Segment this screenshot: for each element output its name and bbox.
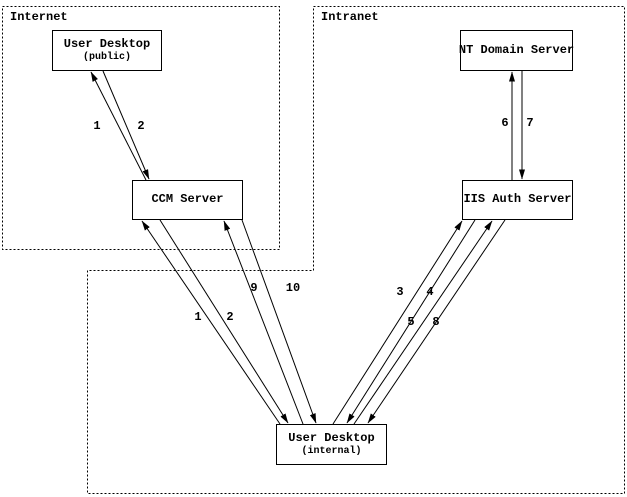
node-title: IIS Auth Server <box>463 192 572 207</box>
arrow-8-iis-to-internal-desktop <box>367 219 506 424</box>
arrow-label-9: 9 <box>250 281 258 295</box>
node-subtitle: (internal) <box>301 445 362 457</box>
arrow-9-internal-desktop-to-ccm <box>223 220 304 425</box>
node-user-desktop-public: User Desktop (public) <box>52 30 162 71</box>
arrow-2-ccm-to-internal-desktop <box>159 219 289 424</box>
node-iis-auth-server: IIS Auth Server <box>462 180 573 220</box>
node-title: User Desktop <box>63 37 151 52</box>
arrow-label-1-public: 1 <box>93 119 101 133</box>
arrow-10-ccm-to-internal-desktop <box>241 219 317 424</box>
arrow-label-3: 3 <box>396 285 404 299</box>
arrow-1-ccm-to-public-desktop <box>90 71 147 181</box>
arrow-label-1-internal: 1 <box>194 310 202 324</box>
arrow-label-8: 8 <box>432 315 440 329</box>
node-ccm-server: CCM Server <box>132 180 243 220</box>
internet-zone-label: Internet <box>10 10 68 24</box>
arrow-label-7: 7 <box>526 116 534 130</box>
arrow-4-iis-to-internal-desktop <box>346 219 476 424</box>
node-subtitle: (public) <box>82 51 131 63</box>
arrow-3-internal-desktop-to-iis <box>332 220 463 425</box>
intranet-zone-border <box>87 6 625 494</box>
arrow-label-5: 5 <box>407 315 415 329</box>
internet-zone-border <box>2 6 280 250</box>
node-user-desktop-internal: User Desktop (internal) <box>276 424 387 465</box>
node-nt-domain-server: NT Domain Server <box>458 30 575 71</box>
node-title: User Desktop <box>288 431 375 446</box>
arrow-label-4: 4 <box>426 285 434 299</box>
arrow-1-internal-desktop-to-ccm <box>141 220 281 425</box>
node-title: CCM Server <box>151 192 224 207</box>
arrow-label-6: 6 <box>501 116 509 130</box>
arrow-label-10: 10 <box>285 281 301 295</box>
node-title: NT Domain Server <box>458 42 575 57</box>
arrow-label-2-public: 2 <box>137 119 145 133</box>
intranet-zone-label: Intranet <box>321 10 379 24</box>
arrow-label-2-internal: 2 <box>226 310 234 324</box>
arrow-2-public-desktop-to-ccm <box>102 70 150 180</box>
arrow-5-internal-desktop-to-iis <box>353 220 493 425</box>
